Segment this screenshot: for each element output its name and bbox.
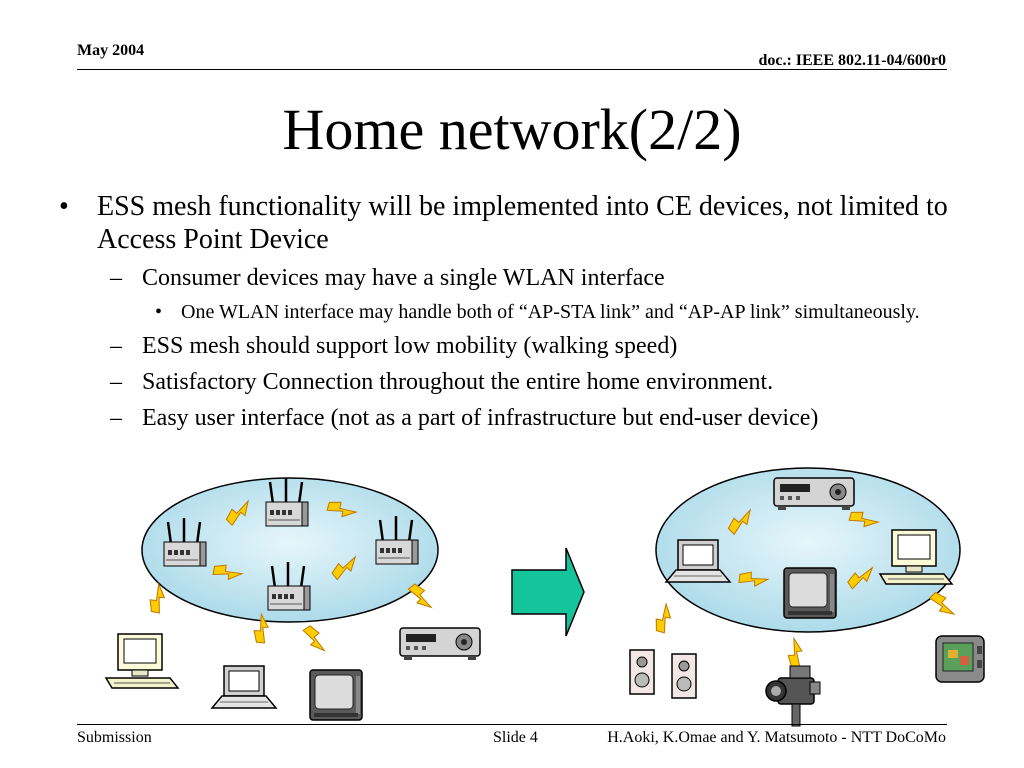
right-arrow-icon xyxy=(511,547,585,637)
right-network-cloud xyxy=(655,467,961,633)
dash-marker: – xyxy=(110,265,122,291)
footer-authors: H.Aoki, K.Omae and Y. Matsumoto - NTT Do… xyxy=(607,729,946,746)
header-date: May 2004 xyxy=(77,42,145,59)
bullet-main-text: ESS mesh functionality will be implement… xyxy=(97,191,948,255)
footer-rule xyxy=(77,724,947,725)
sub-bullet-4: – Easy user interface (not as a part of … xyxy=(55,404,975,432)
footer-submission: Submission xyxy=(77,729,152,746)
speaker-icon xyxy=(671,653,697,699)
camcorder-icon xyxy=(765,665,821,727)
sub-bullet-1: – Consumer devices may have a single WLA… xyxy=(55,264,975,292)
sub-bullet-2: – ESS mesh should support low mobility (… xyxy=(55,332,975,360)
dash-marker: – xyxy=(110,369,122,395)
sub-bullet-4-text: Easy user interface (not as a part of in… xyxy=(142,405,819,431)
dash-marker: – xyxy=(110,405,122,431)
sub-bullet-2-text: ESS mesh should support low mobility (wa… xyxy=(142,333,678,359)
tv-icon xyxy=(783,567,837,619)
bullet-marker: • xyxy=(155,301,163,323)
sub-bullet-3-text: Satisfactory Connection throughout the e… xyxy=(142,369,774,395)
header-rule xyxy=(77,69,947,70)
bullet-main: • ESS mesh functionality will be impleme… xyxy=(55,190,975,256)
desktop-pc-icon xyxy=(105,633,179,689)
bullet-marker: • xyxy=(59,191,69,222)
sub-bullet-1-text: Consumer devices may have a single WLAN … xyxy=(142,265,665,291)
dash-marker: – xyxy=(110,333,122,359)
vcr-icon xyxy=(399,627,481,661)
pda-icon xyxy=(935,635,985,683)
slide-title: Home network(2/2) xyxy=(282,97,742,162)
sub-bullet-3: – Satisfactory Connection throughout the… xyxy=(55,368,975,396)
wireless-link-icon xyxy=(650,602,678,636)
header-doc-id: doc.: IEEE 802.11-04/600r0 xyxy=(758,52,946,69)
bullet-list: • ESS mesh functionality will be impleme… xyxy=(55,190,975,440)
left-network-cloud xyxy=(141,477,439,623)
wireless-link-icon xyxy=(785,637,807,670)
footer-slide-number: Slide 4 xyxy=(493,729,538,746)
wireless-link-icon xyxy=(302,623,326,656)
laptop-icon xyxy=(211,665,277,709)
sub-sub-bullet: • One WLAN interface may handle both of … xyxy=(55,300,961,324)
vcr-icon xyxy=(773,477,855,511)
tv-icon xyxy=(309,669,363,721)
speaker-icon xyxy=(629,649,655,695)
sub-sub-bullet-text: One WLAN interface may handle both of “A… xyxy=(181,301,920,323)
